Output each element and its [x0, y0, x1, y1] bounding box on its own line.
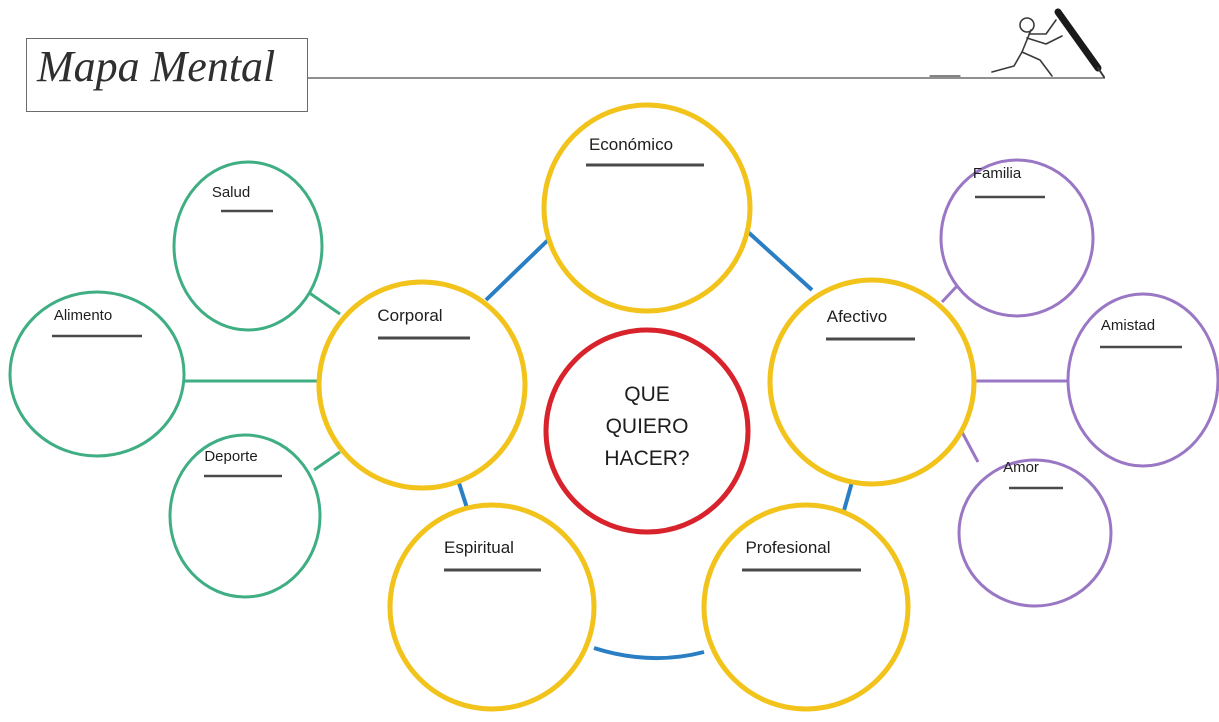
center-line-3: HACER? — [604, 447, 689, 470]
node-afectivo-circle — [767, 277, 977, 487]
node-profesional: Profesional — [701, 502, 911, 712]
node-amistad-label: Amistad — [1101, 317, 1155, 334]
node-corporal-label: Corporal — [377, 306, 442, 325]
node-amistad-circle — [1066, 292, 1219, 468]
node-profesional-label: Profesional — [745, 538, 830, 557]
title-box: Mapa Mental — [26, 38, 308, 112]
figure-pushing-pencil-icon — [929, 8, 1105, 78]
node-amor: Amor — [957, 458, 1113, 608]
center-circle — [543, 327, 751, 535]
node-afectivo: Afectivo — [767, 277, 977, 487]
node-amistad: Amistad — [1066, 292, 1219, 468]
node-afectivo-label: Afectivo — [827, 307, 887, 326]
node-salud-circle — [172, 160, 324, 332]
node-espiritual-circle — [387, 502, 597, 712]
node-alimento-circle — [8, 290, 186, 458]
right-connectors — [940, 284, 1068, 463]
node-familia: Familia — [939, 158, 1095, 318]
node-salud: Salud — [172, 160, 324, 332]
ring-connectors — [456, 230, 854, 661]
node-amor-label: Amor — [1003, 459, 1039, 476]
node-familia-label: Familia — [973, 165, 1022, 182]
node-espiritual-label: Espiritual — [444, 538, 514, 557]
node-economico-circle — [541, 102, 753, 314]
node-familia-circle — [939, 158, 1095, 318]
node-deporte: Deporte — [168, 433, 322, 599]
page-title: Mapa Mental — [37, 42, 276, 91]
node-deporte-label: Deporte — [204, 448, 257, 465]
node-amor-circle — [957, 458, 1113, 608]
node-economico-label: Económico — [589, 135, 673, 154]
node-alimento: Alimento — [8, 290, 186, 458]
node-espiritual: Espiritual — [387, 502, 597, 712]
center-line-2: QUIERO — [606, 415, 689, 438]
node-salud-label: Salud — [212, 184, 250, 201]
node-economico: Económico — [541, 102, 753, 314]
node-corporal-circle — [316, 279, 528, 491]
center-node: QUE QUIERO HACER? — [543, 327, 751, 535]
left-connectors — [184, 290, 341, 472]
node-alimento-label: Alimento — [54, 307, 112, 324]
center-line-1: QUE — [624, 383, 670, 406]
node-corporal: Corporal — [316, 279, 528, 491]
node-profesional-circle — [701, 502, 911, 712]
